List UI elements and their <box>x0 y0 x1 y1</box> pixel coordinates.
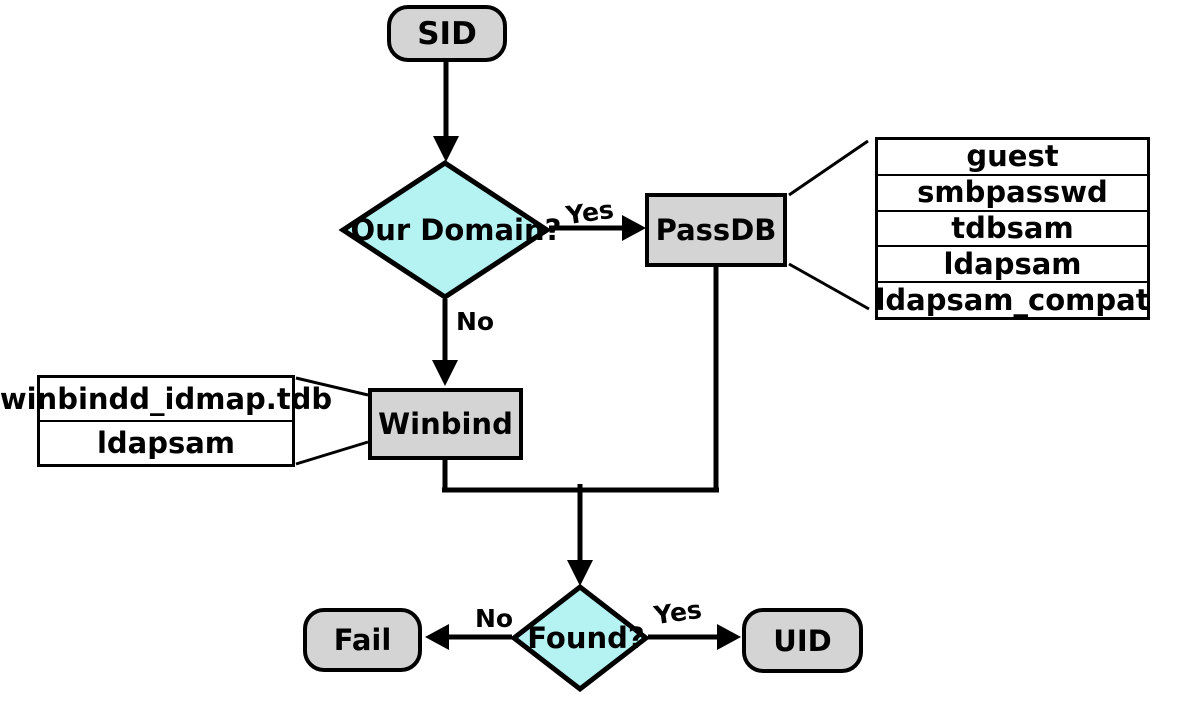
node-sid: SID <box>387 5 507 62</box>
table-row: winbindd_idmap.tdb <box>0 381 333 416</box>
arrowhead-down-icon <box>567 560 593 586</box>
winbind-backends-table: winbindd_idmap.tdb ldapsam <box>0 375 333 467</box>
link-passdb-table-bottom <box>788 262 870 311</box>
node-passdb-label: PassDB <box>655 213 777 247</box>
node-our-domain-label: Our Domain? <box>350 213 562 247</box>
link-winbind-table-bottom <box>295 440 369 466</box>
our-domain-decision-shape <box>338 160 552 300</box>
node-passdb: PassDB <box>645 193 787 267</box>
arrowhead-right-icon <box>717 624 741 650</box>
arrowhead-right-icon <box>622 215 646 241</box>
node-found-label: Found? <box>527 621 645 655</box>
edge-label-no: No <box>475 604 514 633</box>
table-row: guest <box>966 139 1059 174</box>
link-winbind-table-top <box>295 376 369 397</box>
edge-label-yes: Yes <box>652 594 704 631</box>
node-fail: Fail <box>303 608 422 672</box>
node-fail-label: Fail <box>333 623 392 657</box>
arrowhead-down-icon <box>433 136 459 162</box>
found-decision-shape <box>509 583 651 693</box>
node-winbind: Winbind <box>368 388 523 460</box>
edge-label-no: No <box>456 307 495 336</box>
table-row: tdbsam <box>878 209 1147 246</box>
table-row: ldapsam <box>878 245 1147 281</box>
node-uid: UID <box>742 608 863 673</box>
table-row: smbpasswd <box>878 173 1147 210</box>
passdb-backends-table: guest smbpasswd tdbsam ldapsam ldapsam_c… <box>875 137 1150 320</box>
table-row: ldapsam <box>40 420 292 464</box>
arrowhead-left-icon <box>425 624 449 650</box>
node-winbind-label: Winbind <box>378 407 513 441</box>
table-row: ldapsam_compat <box>875 281 1150 317</box>
edge-label-yes: Yes <box>564 194 616 231</box>
node-sid-label: SID <box>417 15 477 52</box>
arrowhead-down-icon <box>432 360 458 386</box>
link-passdb-table-top <box>788 139 869 197</box>
node-uid-label: UID <box>773 623 832 658</box>
